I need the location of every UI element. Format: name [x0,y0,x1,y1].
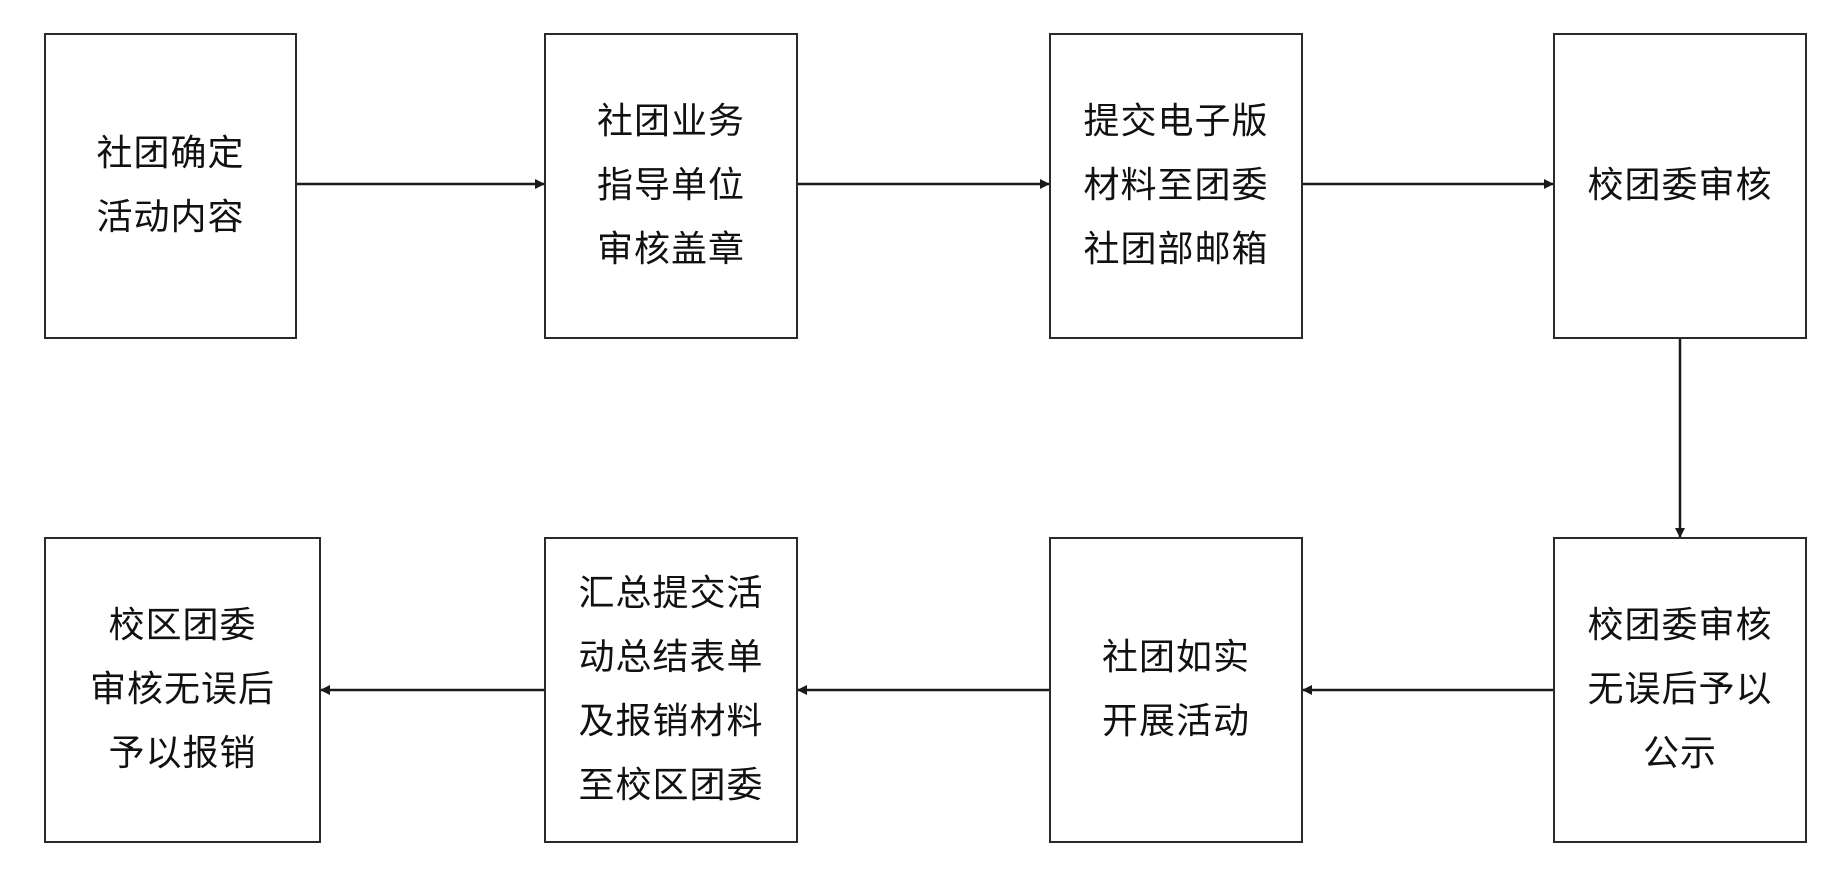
step-text: 校区团委 审核无误后 予以报销 [89,605,275,774]
step-text: 提交电子版 材料至团委 社团部邮箱 [1083,101,1269,270]
step-text: 校团委审核 无误后予以 公示 [1587,605,1773,774]
step-text: 汇总提交活 动总结表单 及报销材料 至校区团委 [578,573,764,806]
step-box-carry-out-activity: 社团如实 开展活动 [1049,537,1303,843]
step-box-school-committee-review: 校团委审核 [1553,33,1807,339]
step-box-publicize-after-review: 校团委审核 无误后予以 公示 [1553,537,1807,843]
step-box-campus-committee-reimburse: 校区团委 审核无误后 予以报销 [44,537,321,843]
step-box-submit-summary-and-reimbursement: 汇总提交活 动总结表单 及报销材料 至校区团委 [544,537,798,843]
step-text: 社团如实 开展活动 [1101,637,1250,742]
step-box-submit-electronic-materials: 提交电子版 材料至团委 社团部邮箱 [1049,33,1303,339]
step-text: 社团业务 指导单位 审核盖章 [596,101,745,270]
step-text: 校团委审核 [1587,165,1773,206]
step-text: 社团确定 活动内容 [96,133,245,238]
step-box-guidance-unit-review: 社团业务 指导单位 审核盖章 [544,33,798,339]
step-box-club-determine-content: 社团确定 活动内容 [44,33,297,339]
